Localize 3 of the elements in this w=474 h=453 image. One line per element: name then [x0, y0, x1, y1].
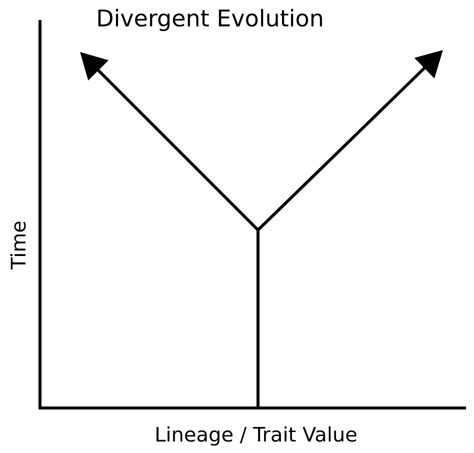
axis-label: Lineage / Trait Value: [156, 426, 356, 446]
axis-label: Time: [10, 222, 26, 270]
title: Divergent Evolution: [98, 8, 322, 32]
